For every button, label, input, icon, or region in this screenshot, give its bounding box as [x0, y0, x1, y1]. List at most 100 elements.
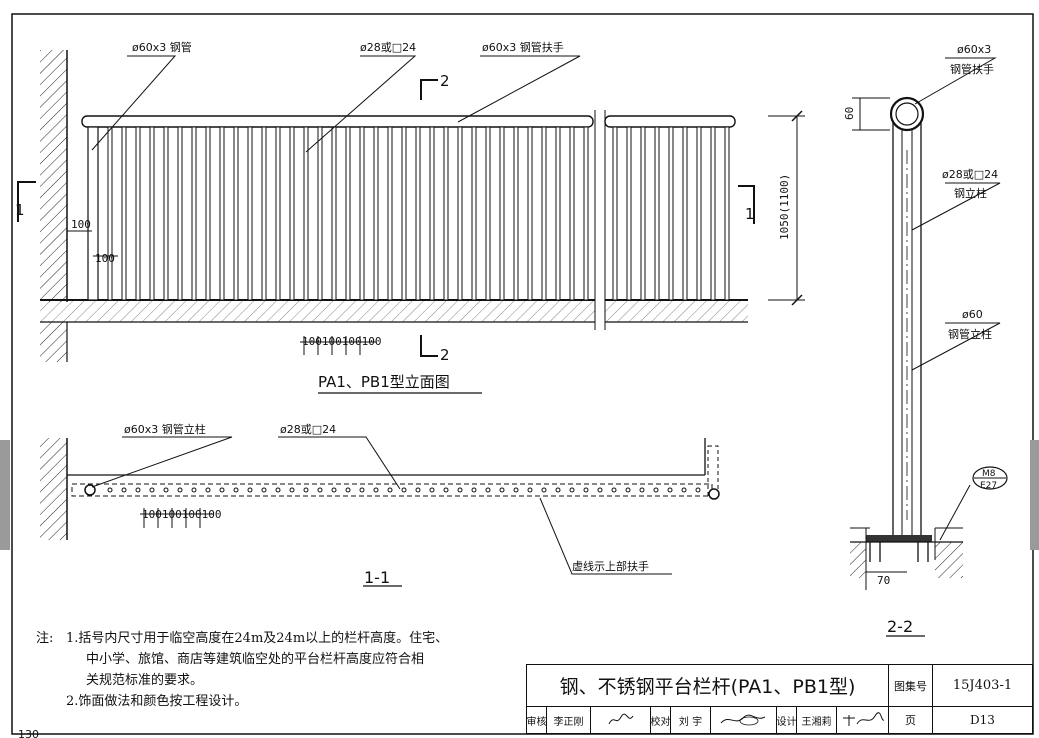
- atlas-number: 15J403-1: [933, 665, 1032, 707]
- plan-bar-dot: [205, 487, 211, 493]
- s22-bar-b: 钢立柱: [954, 186, 987, 200]
- baluster: [499, 126, 505, 301]
- note-line-3: 关规范标准的要求。: [86, 673, 204, 688]
- drawing-title: 钢、不锈钢平台栏杆(PA1、PB1型): [527, 665, 889, 707]
- s22-dim-60: 60: [843, 107, 856, 120]
- plan-bar-dot: [429, 487, 435, 493]
- baluster: [696, 126, 702, 301]
- baluster: [457, 126, 463, 301]
- s22-tag-a: M8: [982, 469, 996, 479]
- plan-bar-dot: [191, 487, 197, 493]
- baluster: [513, 126, 519, 301]
- dim-spacing: 100100100100: [302, 335, 381, 348]
- plan-bar-dot: [583, 487, 589, 493]
- baluster: [331, 126, 337, 301]
- baluster: [401, 126, 407, 301]
- plan-bar-dot: [233, 487, 239, 493]
- baluster: [191, 126, 197, 301]
- section-mark-1-right: 1: [745, 205, 755, 223]
- baluster: [387, 126, 393, 301]
- baluster: [345, 126, 351, 301]
- plan-bar-dot: [639, 487, 645, 493]
- plan-bar-dot: [415, 487, 421, 493]
- plan-bar-dot: [653, 487, 659, 493]
- plan-bar-dot: [149, 487, 155, 493]
- s22-post-b: 钢管立柱: [948, 327, 992, 341]
- review-label: 审核: [527, 707, 547, 733]
- label-plan-bar: ø28或□24: [280, 423, 336, 436]
- plan-bar-dot: [499, 487, 505, 493]
- baluster: [583, 126, 589, 301]
- wall-hatch-lower: [40, 322, 67, 362]
- baluster: [107, 126, 113, 301]
- baluster: [443, 126, 449, 301]
- plan-bar-dot: [681, 487, 687, 493]
- notes-prefix: 注:: [36, 631, 54, 646]
- baluster: [626, 126, 632, 301]
- notes: 注: 1.括号内尺寸用于临空高度在24m及24m以上的栏杆高度。住宅、 中小学、…: [36, 628, 448, 712]
- page-number: D13: [970, 713, 995, 727]
- title-block: 钢、不锈钢平台栏杆(PA1、PB1型) 图集号 15J403-1 审核 李正刚 …: [526, 664, 1033, 734]
- section-mark-1-left: 1: [15, 201, 25, 219]
- s22-rail-a: ø60x3: [957, 43, 991, 56]
- baluster: [163, 126, 169, 301]
- check-signature: [711, 707, 777, 733]
- label-dashed-handrail: 虚线示上部扶手: [572, 559, 649, 573]
- plan-bar-dot: [695, 487, 701, 493]
- plan-bar-dot: [625, 487, 631, 493]
- handrail: [81, 115, 594, 128]
- plan-bar-dot: [387, 487, 393, 493]
- plan-bar-dot: [163, 487, 169, 493]
- note-line-1: 1.括号内尺寸用于临空高度在24m及24m以上的栏杆高度。住宅、: [66, 631, 449, 646]
- baluster: [654, 126, 660, 301]
- baluster: [219, 126, 225, 301]
- plan-bar-dot: [569, 487, 575, 493]
- label-top-handrail: ø60x3 钢管扶手: [482, 40, 564, 54]
- baluster: [373, 126, 379, 301]
- baluster: [555, 126, 561, 301]
- plan-bar-dot: [177, 487, 183, 493]
- baluster: [471, 126, 477, 301]
- dim-100-a: 100: [71, 218, 91, 231]
- base-plate: [866, 535, 932, 542]
- plan-view: [40, 436, 720, 587]
- check-label: 校对: [651, 707, 671, 733]
- plan-bar-dot: [373, 487, 379, 493]
- baluster: [415, 126, 421, 301]
- baluster: [135, 126, 141, 301]
- plan-bar-dot: [443, 487, 449, 493]
- elevation-title: PA1、PB1型立面图: [318, 373, 450, 391]
- check-name: 刘 宇: [671, 707, 711, 733]
- s22-dim-70: 70: [877, 574, 890, 587]
- plan-dim-spacing: 100100100100: [142, 508, 221, 521]
- plan-bar-dot: [289, 487, 295, 493]
- s22-bar-a: ø28或□24: [942, 168, 998, 181]
- plan-bar-dot: [345, 487, 351, 493]
- dim-100-b: 100: [95, 252, 115, 265]
- baluster: [303, 126, 309, 301]
- baluster: [205, 126, 211, 301]
- baluster: [233, 126, 239, 301]
- plan-bar-dot: [513, 487, 519, 493]
- handrail-right: [604, 115, 736, 128]
- plan-bar-dot: [471, 487, 477, 493]
- baluster: [359, 126, 365, 301]
- note-line-2: 中小学、旅馆、商店等建筑临空处的平台栏杆高度应符合相: [86, 652, 425, 667]
- plan-bar-dot: [331, 487, 337, 493]
- plan-bar-dot: [527, 487, 533, 493]
- plan-bar-dot: [485, 487, 491, 493]
- plan-wall-hatch: [40, 438, 67, 540]
- baluster: [177, 126, 183, 301]
- section-view: [850, 57, 1008, 637]
- baluster: [289, 126, 295, 301]
- page-label: 页: [889, 707, 933, 733]
- section-mark-2-top: 2: [440, 72, 450, 90]
- design-name: 王湘莉: [797, 707, 837, 733]
- floor-slab-right: [605, 300, 748, 322]
- plan-title: 1-1: [364, 568, 390, 587]
- baluster: [247, 126, 253, 301]
- dashed-handrail: [71, 483, 713, 497]
- baluster: [668, 126, 674, 301]
- plan-bar-dot: [247, 487, 253, 493]
